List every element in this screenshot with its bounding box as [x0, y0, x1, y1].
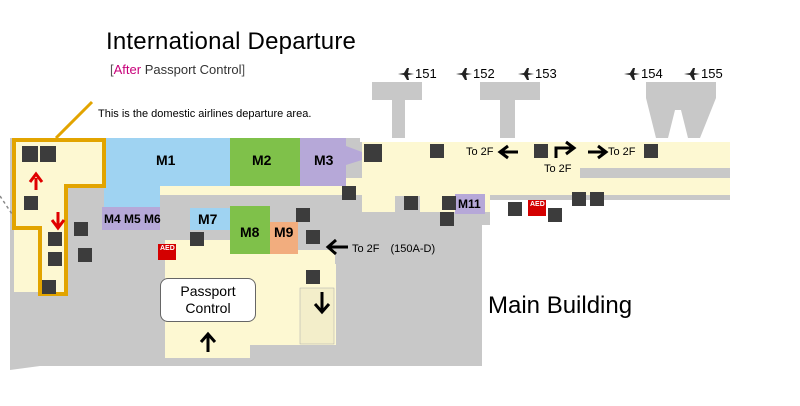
escalator-icon: [24, 196, 38, 210]
gate-number: 152: [473, 66, 495, 81]
gate-155[interactable]: 155: [684, 66, 723, 81]
shop-m8[interactable]: M8: [240, 224, 260, 240]
escalator-icon: [48, 232, 62, 246]
airplane-icon: [398, 67, 414, 80]
elevator-icon: [306, 230, 320, 244]
nursing-room-icon: [548, 208, 562, 222]
smoking-area-icon: [508, 202, 522, 216]
subtitle-rest: Passport Control: [141, 62, 242, 77]
page-subtitle: [After Passport Control]: [110, 62, 245, 77]
accessible-icon: [442, 196, 456, 210]
restroom-icon: [40, 146, 56, 162]
main-building-label: Main Building: [488, 292, 633, 319]
security-icon: [190, 232, 204, 246]
shop-m9-area: [270, 222, 298, 254]
shop-m2[interactable]: M2: [252, 152, 272, 168]
direction-to-2f: To 2F: [544, 163, 572, 175]
elevator-icon: [644, 144, 658, 158]
gate-154[interactable]: 154: [624, 66, 663, 81]
aed-icon: [528, 200, 546, 216]
escalator-icon: [306, 270, 320, 284]
shop-m2-area: [230, 138, 300, 186]
airplane-icon: [456, 67, 472, 80]
shop-m1-area: [104, 138, 230, 210]
airplane-icon: [684, 67, 700, 80]
shop-m4[interactable]: M4: [104, 212, 121, 226]
gate-number: 154: [641, 66, 663, 81]
passport-control-line2: Control: [185, 300, 231, 316]
shop-m3[interactable]: M3: [314, 152, 334, 168]
shop-m9[interactable]: M9: [274, 224, 294, 240]
accessible-restroom-icon: [22, 146, 38, 162]
gate-153[interactable]: 153: [518, 66, 557, 81]
shop-m7-area: [190, 208, 230, 230]
airplane-icon: [518, 67, 534, 80]
lounge-icon: [296, 208, 310, 222]
elevator-icon: [430, 144, 444, 158]
shop-m5[interactable]: M5: [124, 212, 141, 226]
gate-152[interactable]: 152: [456, 66, 495, 81]
gate-number: 155: [701, 66, 723, 81]
subtitle-bracket-close: ]: [241, 62, 246, 77]
shop-m11[interactable]: M11: [458, 197, 481, 211]
subtitle-bracket-open: [: [110, 62, 114, 77]
shop-m1[interactable]: M1: [156, 152, 176, 168]
shop-m4-m6-area: [102, 207, 160, 230]
elevator-icon: [42, 280, 56, 294]
lost-found-icon: [342, 186, 356, 200]
information-icon: [364, 144, 382, 162]
baby-care-icon: [74, 222, 88, 236]
direction-to-2f: To 2F: [608, 146, 636, 158]
direction-to-2f: To 2F: [466, 146, 494, 158]
gate-number: 151: [415, 66, 437, 81]
subtitle-after: After: [113, 62, 142, 77]
smoking-area-icon: [404, 196, 418, 210]
shop-m7[interactable]: M7: [198, 211, 218, 227]
aed-label: AED: [530, 201, 545, 208]
domestic-area-note: This is the domestic airlines departure …: [98, 108, 312, 120]
accessible-restroom-icon: [78, 248, 92, 262]
aed-icon: [158, 244, 176, 260]
page-title: International Departure: [106, 28, 357, 55]
direction-to-2f-150a-d: To 2F (150A-D): [352, 243, 436, 255]
shop-m3-area: [300, 138, 362, 186]
no-smoking-icon: [48, 252, 62, 266]
gate-151[interactable]: 151: [398, 66, 437, 81]
shop-m8-area: [230, 206, 270, 254]
restroom-icon: [572, 192, 586, 206]
currency-exchange-icon: [440, 212, 454, 226]
elevator-icon: [534, 144, 548, 158]
passport-control-label: Passport Control: [160, 278, 256, 322]
gate-number: 153: [535, 66, 557, 81]
passport-control-line1: Passport: [180, 283, 236, 299]
shop-m11-area: [455, 194, 485, 214]
accessible-restroom-icon: [590, 192, 604, 206]
aed-label: AED: [160, 245, 175, 252]
shop-m6[interactable]: M6: [144, 212, 161, 226]
airplane-icon: [624, 67, 640, 80]
